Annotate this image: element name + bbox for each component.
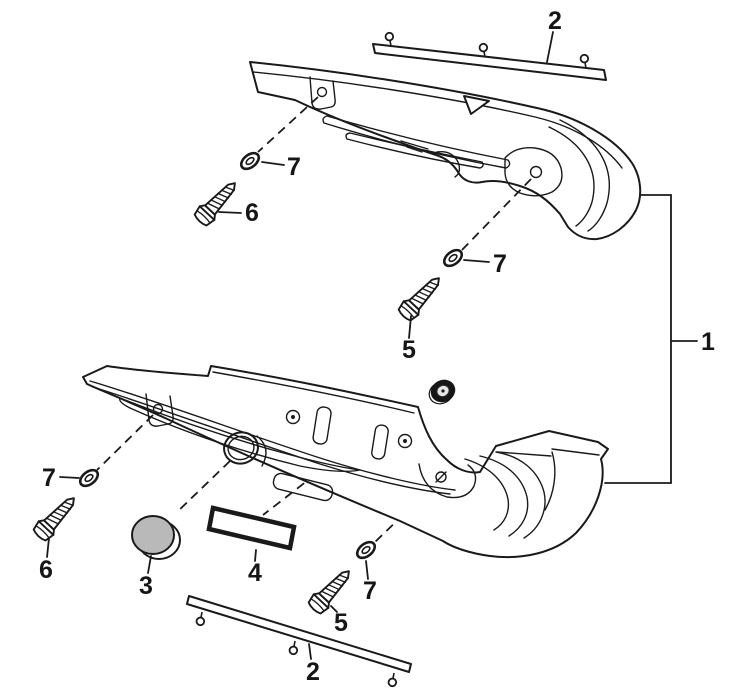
washer-7-middle (440, 245, 466, 271)
washer-7-upper-left (237, 148, 263, 174)
callout-2-top: 2 (546, 7, 562, 63)
clip-pin-icon (384, 31, 396, 48)
clip-pin-icon (387, 671, 399, 688)
part-label: 5 (334, 609, 348, 637)
callout-5-bottom: 5 (330, 605, 348, 637)
part-label: 4 (248, 559, 262, 587)
part-label: 6 (39, 556, 53, 584)
washer-7-bottom (353, 537, 379, 563)
assembly-line-lower-left (96, 414, 154, 471)
callout-3-cap: 3 (139, 555, 153, 600)
upper-molding (249, 61, 642, 241)
assembly-line-cap (175, 460, 231, 514)
washer-7-lower-left (76, 465, 102, 491)
bracket-1 (604, 194, 698, 484)
callout-6-lower: 6 (39, 537, 53, 584)
part-label: 2 (548, 7, 562, 35)
assembly-line-upper-left (257, 96, 319, 153)
clip-pin-icon (288, 639, 300, 656)
assembly-line-middle (460, 178, 532, 252)
callout-1-bracket: 1 (701, 328, 715, 356)
part-label: 7 (363, 577, 377, 605)
mount-hole (435, 471, 447, 483)
bolt-6-lower (30, 490, 83, 545)
part-label: 7 (42, 464, 56, 492)
bolt-5-middle (395, 270, 448, 325)
mount-hole (529, 165, 543, 179)
part-label: 5 (402, 336, 416, 364)
callout-7-bottom: 7 (363, 560, 377, 605)
pad-slot (272, 472, 334, 502)
screw-boss (285, 409, 413, 449)
mount-hole (152, 403, 164, 415)
callout-7-upper-left: 7 (261, 153, 301, 181)
bolt-6-upper (191, 175, 244, 230)
part-label: 2 (306, 658, 320, 686)
mount-hole (316, 86, 328, 98)
lower-molding (82, 365, 609, 559)
callout-2-bottom: 2 (306, 643, 320, 686)
plug-cap-3 (131, 515, 181, 560)
part-label: 1 (701, 328, 715, 356)
callout-7-middle: 7 (463, 250, 507, 278)
callout-5-middle: 5 (402, 315, 416, 364)
callouts: 2 7 6 7 5 1 7 6 3 (39, 7, 715, 686)
pad-4 (206, 505, 297, 551)
part-label: 7 (493, 250, 507, 278)
part-label: 3 (139, 572, 153, 600)
assembly-line-pad (262, 473, 317, 516)
part-label: 6 (245, 199, 259, 227)
bolt-5-bottom (305, 563, 358, 618)
callout-6-upper: 6 (218, 199, 259, 227)
retainer-strip-top (372, 31, 607, 81)
callout-4-pad: 4 (248, 549, 262, 587)
clip-pin-icon (195, 610, 207, 627)
license-lamp-hole (223, 431, 267, 467)
retainer-strip-bottom (186, 595, 412, 688)
callout-7-lower-left: 7 (42, 464, 80, 492)
part-label: 7 (287, 153, 301, 181)
rubber-grommet (428, 379, 456, 405)
